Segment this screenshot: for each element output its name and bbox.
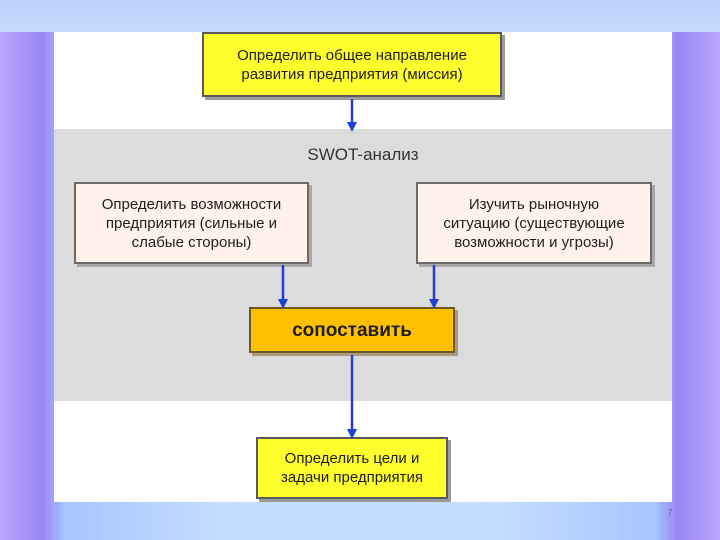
swot-title: SWOT-анализ <box>307 145 419 164</box>
mission-box: Определить общее направление развития пр… <box>202 32 502 97</box>
slide-frame-top <box>0 0 720 32</box>
slide-canvas: Определить общее направление развития пр… <box>54 32 672 502</box>
market-box: Изучить рыночную ситуацию (существующие … <box>416 182 652 264</box>
strengths-box: Определить возможности предприятия (силь… <box>74 182 309 264</box>
compare-box: сопоставить <box>249 307 455 353</box>
page-number: 7 <box>667 508 673 519</box>
flow-arrows <box>278 99 439 439</box>
goals-box: Определить цели и задачи предприятия <box>256 437 448 499</box>
swot-band <box>54 129 672 401</box>
